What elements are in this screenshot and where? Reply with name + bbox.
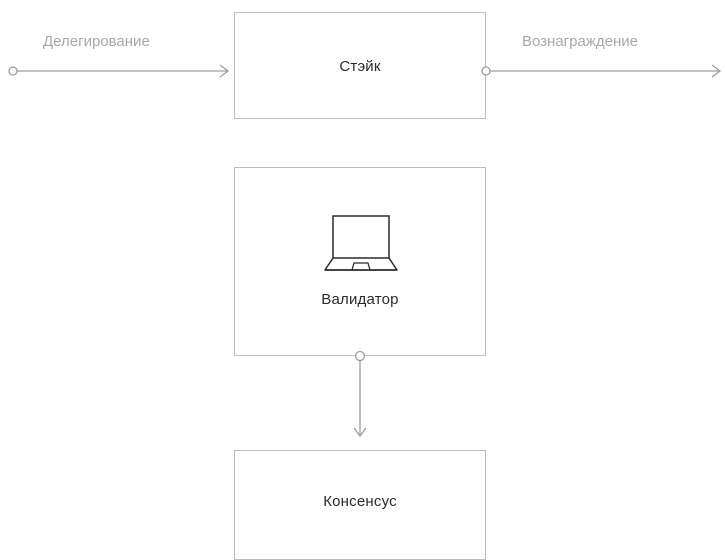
delegation-label: Делегирование bbox=[43, 33, 150, 50]
validator-to-consensus-connector bbox=[353, 360, 367, 438]
reward-label: Вознаграждение bbox=[522, 33, 638, 50]
consensus-label: Консенсус bbox=[323, 493, 397, 510]
delegation-connector bbox=[8, 64, 230, 78]
stake-label: Стэйк bbox=[339, 58, 381, 75]
validator-node: Валидатор bbox=[234, 167, 486, 356]
validator-label: Валидатор bbox=[321, 291, 399, 308]
laptop-icon bbox=[324, 215, 398, 271]
reward-connector bbox=[490, 64, 722, 78]
stake-node: Стэйк bbox=[234, 12, 486, 119]
consensus-node: Консенсус bbox=[234, 450, 486, 560]
